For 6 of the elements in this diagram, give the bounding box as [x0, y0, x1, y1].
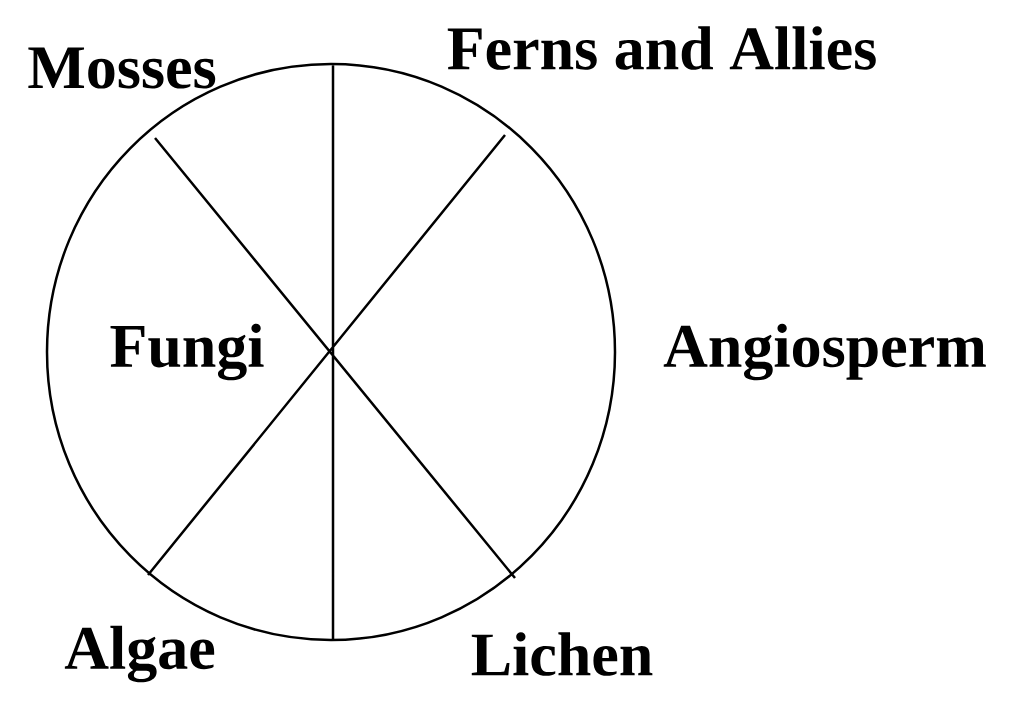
label-text: Algae [64, 625, 215, 683]
label-text: Ferns and Allies [447, 26, 876, 70]
label-text: Mosses [28, 47, 216, 89]
label-text: Lichen [471, 632, 653, 676]
label-text: Angiosperm [663, 323, 986, 381]
label-text: Fungi [110, 323, 264, 381]
